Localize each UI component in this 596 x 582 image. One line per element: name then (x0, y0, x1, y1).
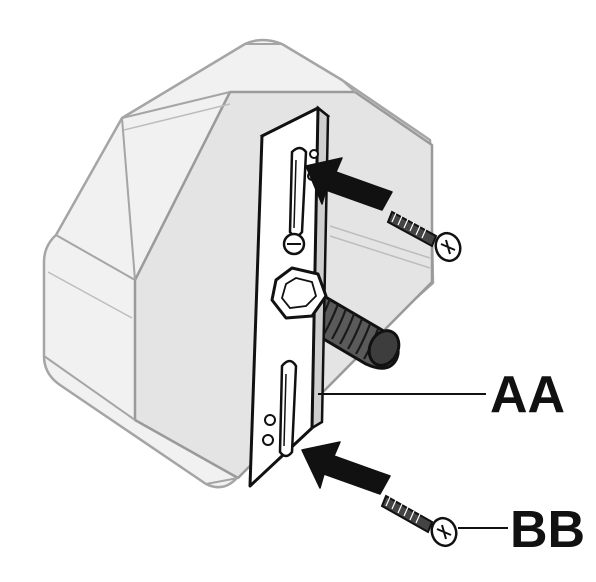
lower-arrow-icon (301, 441, 391, 495)
hole (262, 434, 274, 446)
hole (264, 414, 276, 426)
bracket-plate (248, 105, 331, 488)
upper-slot (288, 146, 308, 238)
upper-screw (386, 210, 462, 263)
callout-label-screw: BB (510, 501, 585, 559)
pipe-end (367, 329, 401, 367)
housing-edge-lines (43, 43, 356, 485)
housing (42, 38, 435, 489)
upper-arrow-icon (305, 157, 393, 211)
lower-screw (380, 494, 458, 548)
hole (309, 149, 319, 159)
lower-slot (278, 359, 298, 458)
hex-nut (270, 266, 328, 320)
housing-groove-lines (47, 103, 431, 319)
callout-label-bracket: AA (490, 366, 565, 424)
